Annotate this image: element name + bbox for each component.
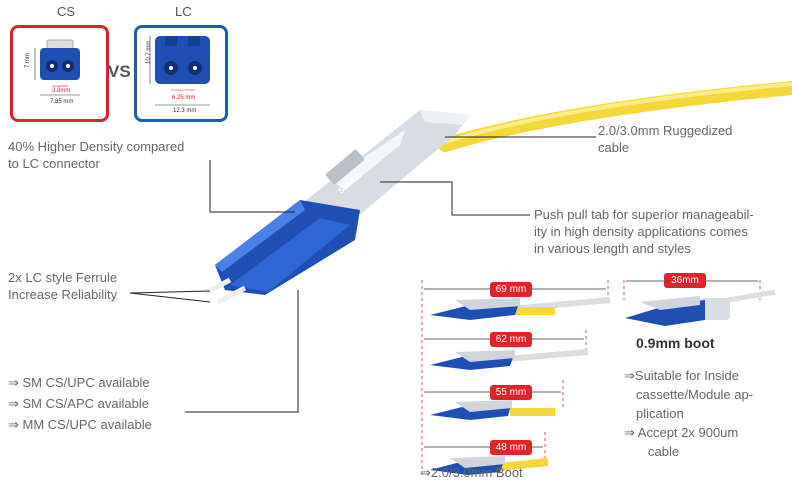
variant-69 [430,297,611,320]
push-pull-callout: Push pull tab for superior manageabil- i… [534,206,754,257]
boot-09-title: 0.9mm boot [636,335,715,351]
cs-height-dim: 7 mm [25,53,31,68]
boot-note-4: ⇒ Accept 2x 900um [624,425,739,440]
length-tag-62: 62 mm [490,332,532,347]
lc-width-dim: 12.3 mm [173,108,196,114]
length-tag-48: 48 mm [490,440,532,455]
lc-title: LC [175,4,192,19]
boot-note-1: ⇒Suitable for Inside [624,368,739,383]
boot-note-3: plication [636,406,684,421]
cs-connector-front [34,39,80,96]
density-line-1: 40% Higher Density compared [8,139,185,154]
availability-item: ⇒ SM CS/APC available [8,396,149,411]
lc-height-dim: 10.7 mm [146,41,152,64]
ferrule-callout: 2x LC style Ferrule Increase Reliability [8,269,117,303]
cable-callout: 2.0/3.0mm Ruggedized cable [598,122,732,156]
tab-line-3: in various length and styles [534,241,691,256]
lc-pitch-dim: 6.25 mm [172,95,195,101]
cable-line-1: 2.0/3.0mm Ruggedized [598,123,733,138]
boot-note-5: cable [648,444,680,459]
length-tag-55: 55 mm [490,385,532,400]
variant-09-boot [625,289,776,326]
density-callout: 40% Higher Density compared to LC connec… [8,138,184,172]
availability-item: ⇒ MM CS/UPC available [8,417,152,432]
lc-connector-front [149,36,210,106]
boot-note-2: cassette/Module ap- [636,387,754,402]
variant-48 [430,456,549,475]
ferrule-line-1: 2x LC style Ferrule [8,270,118,285]
variant-55 [430,400,555,420]
variant-62 [430,349,589,370]
ferrule-line-2: Increase Reliability [8,287,118,302]
length-tag-36: 36mm [664,273,706,288]
cs-width-dim: 7.85 mm [50,99,73,105]
cs-title: CS [57,4,76,19]
vs-label: VS [108,62,131,81]
density-line-2: to LC connector [8,156,100,171]
tab-line-1: Push pull tab for superior manageabil- [534,207,754,222]
tab-line-2: ity in high density applications comes [534,224,748,239]
length-tag-69: 69 mm [490,282,532,297]
availability-list: ⇒ SM CS/UPC available ⇒ SM CS/APC availa… [8,372,152,435]
callout-lines [129,136,596,413]
main-connector [203,81,792,305]
cable-line-2: cable [598,140,630,155]
boot-label: ⇒2.0/3.0mm Boot [420,465,523,480]
boot-09-notes: ⇒Suitable for Inside cassette/Module ap-… [624,366,753,461]
availability-item: ⇒ SM CS/UPC available [8,375,150,390]
cs-pitch-dim: 3.8mm [52,88,70,94]
